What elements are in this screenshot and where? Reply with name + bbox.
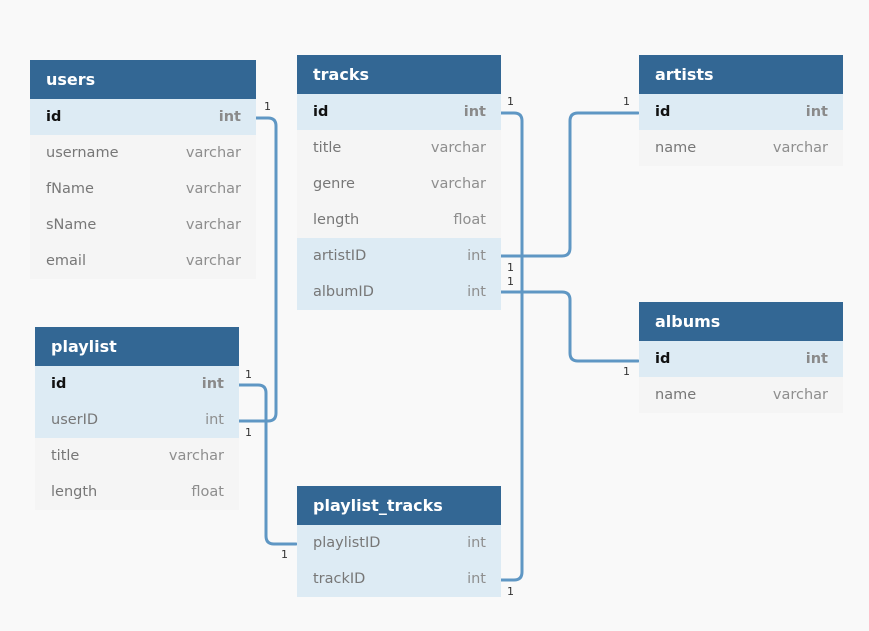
- table-tracks[interactable]: tracks id int title varchar genre varchar l…: [297, 55, 501, 310]
- table-title[interactable]: artists: [639, 55, 843, 94]
- table-row[interactable]: username varchar: [30, 135, 256, 171]
- column-name: id: [51, 376, 67, 392]
- column-name: email: [46, 253, 86, 269]
- table-users[interactable]: users id int username varchar fName varchar…: [30, 60, 256, 279]
- table-row[interactable]: id int: [35, 366, 239, 402]
- column-type: varchar: [185, 181, 241, 197]
- column-type: varchar: [772, 387, 828, 403]
- column-name: albumID: [313, 284, 374, 300]
- column-name: id: [46, 109, 62, 125]
- cardinality-label: 1: [245, 368, 252, 381]
- column-type: varchar: [772, 140, 828, 156]
- column-name: userID: [51, 412, 99, 428]
- cardinality-label: 1: [507, 261, 514, 274]
- column-type: varchar: [168, 448, 224, 464]
- column-name: artistID: [313, 248, 367, 264]
- column-name: name: [655, 140, 697, 156]
- table-title[interactable]: users: [30, 60, 256, 99]
- table-albums[interactable]: albums id int name varchar: [639, 302, 843, 413]
- table-title[interactable]: tracks: [297, 55, 501, 94]
- column-type: varchar: [185, 217, 241, 233]
- table-row[interactable]: id int: [639, 341, 843, 377]
- table-row[interactable]: name varchar: [639, 130, 843, 166]
- table-row[interactable]: name varchar: [639, 377, 843, 413]
- table-row[interactable]: title varchar: [297, 130, 501, 166]
- table-row[interactable]: playlistID int: [297, 525, 501, 561]
- column-type: float: [453, 212, 486, 228]
- column-type: int: [201, 376, 224, 392]
- column-name: trackID: [313, 571, 366, 587]
- table-playlist[interactable]: playlist id int userID int title varchar le…: [35, 327, 239, 510]
- table-row[interactable]: id int: [297, 94, 501, 130]
- cardinality-label: 1: [264, 100, 271, 113]
- table-artists[interactable]: artists id int name varchar: [639, 55, 843, 166]
- cardinality-label: 1: [507, 275, 514, 288]
- table-row[interactable]: length float: [297, 202, 501, 238]
- cardinality-label: 1: [623, 365, 630, 378]
- column-type: int: [467, 571, 486, 587]
- table-row[interactable]: trackID int: [297, 561, 501, 597]
- connector-tracks-albums: [499, 290, 640, 363]
- column-type: int: [467, 248, 486, 264]
- column-name: sName: [46, 217, 97, 233]
- column-type: int: [467, 535, 486, 551]
- column-name: id: [655, 104, 671, 120]
- table-title[interactable]: playlist: [35, 327, 239, 366]
- column-name: fName: [46, 181, 94, 197]
- column-type: int: [463, 104, 486, 120]
- connector-users-playlist: [237, 116, 278, 423]
- connector-tracks-playlisttracks: [499, 111, 524, 582]
- column-name: title: [51, 448, 80, 464]
- table-playlist-tracks[interactable]: playlist_tracks playlistID int trackID int: [297, 486, 501, 597]
- column-type: varchar: [430, 140, 486, 156]
- table-row[interactable]: albumID int: [297, 274, 501, 310]
- column-name: length: [313, 212, 360, 228]
- table-row[interactable]: email varchar: [30, 243, 256, 279]
- column-name: title: [313, 140, 342, 156]
- table-title[interactable]: playlist_tracks: [297, 486, 501, 525]
- column-name: length: [51, 484, 98, 500]
- column-name: playlistID: [313, 535, 381, 551]
- column-type: varchar: [185, 145, 241, 161]
- table-row[interactable]: id int: [639, 94, 843, 130]
- table-title[interactable]: albums: [639, 302, 843, 341]
- column-name: name: [655, 387, 697, 403]
- table-row[interactable]: artistID int: [297, 238, 501, 274]
- cardinality-label: 1: [623, 95, 630, 108]
- column-type: int: [205, 412, 224, 428]
- cardinality-label: 1: [507, 95, 514, 108]
- column-name: id: [313, 104, 329, 120]
- table-row[interactable]: fName varchar: [30, 171, 256, 207]
- column-type: int: [218, 109, 241, 125]
- table-row[interactable]: sName varchar: [30, 207, 256, 243]
- column-type: int: [805, 104, 828, 120]
- column-name: id: [655, 351, 671, 367]
- table-row[interactable]: genre varchar: [297, 166, 501, 202]
- column-type: varchar: [430, 176, 486, 192]
- column-type: int: [467, 284, 486, 300]
- table-row[interactable]: length float: [35, 474, 239, 510]
- column-type: varchar: [185, 253, 241, 269]
- column-name: genre: [313, 176, 355, 192]
- connector-tracks-artists: [499, 111, 640, 258]
- table-row[interactable]: title varchar: [35, 438, 239, 474]
- cardinality-label: 1: [245, 426, 252, 439]
- column-name: username: [46, 145, 119, 161]
- connector-playlist-playlisttracks: [237, 383, 298, 546]
- cardinality-label: 1: [507, 585, 514, 598]
- table-row[interactable]: id int: [30, 99, 256, 135]
- column-type: float: [191, 484, 224, 500]
- table-row[interactable]: userID int: [35, 402, 239, 438]
- column-type: int: [805, 351, 828, 367]
- cardinality-label: 1: [281, 548, 288, 561]
